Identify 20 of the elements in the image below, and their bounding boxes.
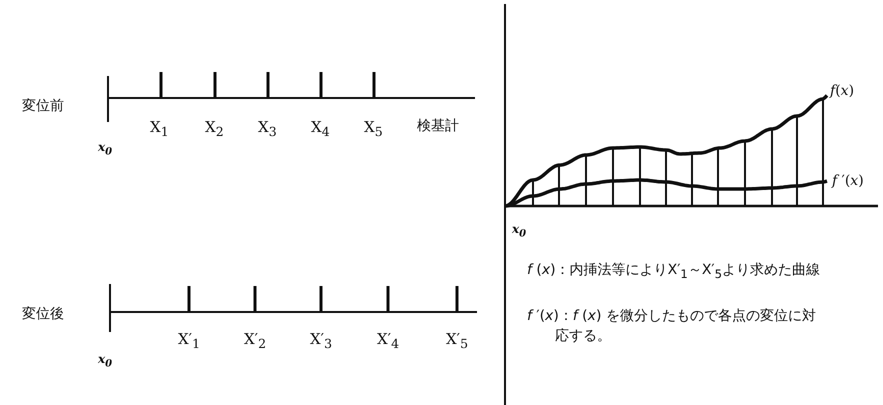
origin-label: x$_{0}$ (98, 140, 112, 158)
note-text: f ′(x)：f (x) を微分したもので各点の変位に対応する。 (527, 307, 817, 346)
point-label: X$_{5}$ (364, 118, 383, 139)
point-label: X$_{2}$ (205, 118, 224, 139)
point-label: X′$_{1}$ (178, 330, 200, 351)
point-label: X′$_{3}$ (310, 330, 332, 351)
point-label: X$_{4}$ (311, 118, 330, 139)
curve-label: f ′(x) (832, 173, 864, 190)
point-label: X′$_{5}$ (446, 330, 468, 351)
row-label: 変位前 (22, 98, 64, 115)
point-label: X′$_{2}$ (244, 330, 266, 351)
origin-label: x$_{0}$ (512, 222, 526, 240)
note-text: f (x)：内挿法等によりX′$_{1}$～X′$_{5}$より求めた曲線 (527, 261, 822, 283)
origin-label: x$_{0}$ (98, 352, 112, 370)
end-label: 検基計 (417, 118, 459, 135)
curve-label: f(x) (830, 83, 854, 100)
row-label: 変位後 (22, 306, 64, 323)
point-label: X$_{3}$ (258, 118, 277, 139)
point-label: X$_{1}$ (150, 118, 169, 139)
point-label: X′$_{4}$ (377, 330, 400, 351)
